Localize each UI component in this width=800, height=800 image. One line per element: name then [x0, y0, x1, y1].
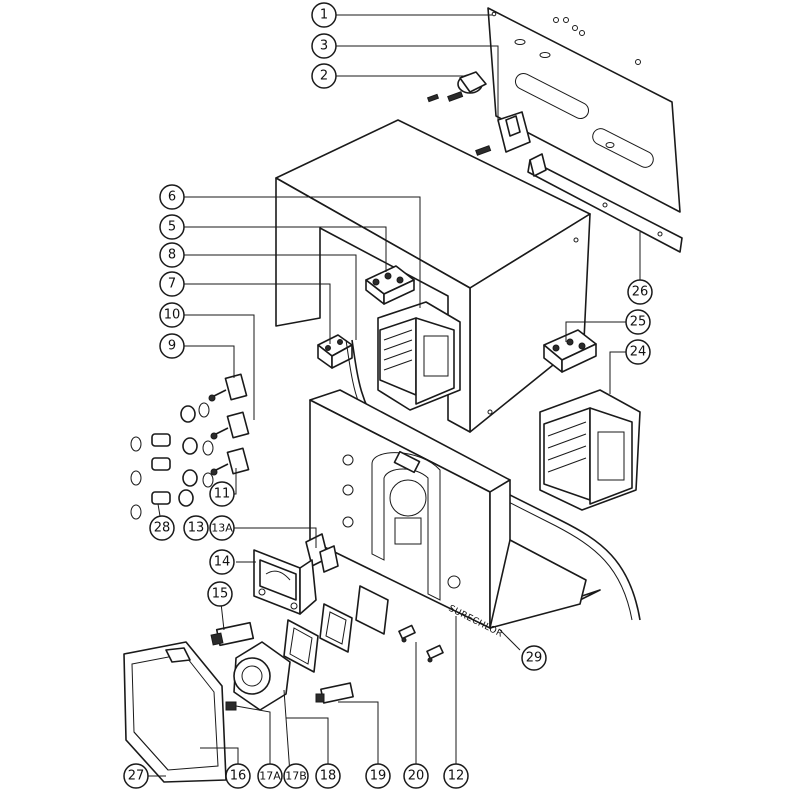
callout-13: 13	[183, 515, 209, 541]
callout-label: 3	[320, 39, 328, 54]
callout-label: 7	[168, 277, 176, 292]
transformer-inner	[377, 301, 461, 411]
meter-bracket	[305, 533, 339, 573]
circuit-breaker	[210, 621, 255, 647]
callout-13a: 13A	[209, 515, 235, 541]
mounting-rail	[527, 153, 683, 253]
callout-16: 16	[225, 763, 251, 789]
cable-gland-connector	[426, 71, 487, 103]
callout-label: 5	[168, 220, 176, 235]
callout-label: 17B	[285, 770, 307, 783]
gasket-frames	[283, 585, 389, 673]
rocker-switch	[315, 682, 354, 704]
callout-6: 6	[159, 184, 185, 210]
callout-label: 27	[128, 769, 145, 784]
callout-3: 3	[311, 33, 337, 59]
callout-15: 15	[207, 581, 233, 607]
callout-label: 17A	[259, 770, 281, 783]
callout-label: 14	[214, 555, 231, 570]
callout-label: 11	[214, 487, 231, 502]
callout-17a: 17A	[257, 763, 283, 789]
callout-10: 10	[159, 302, 185, 328]
callout-label: 28	[154, 521, 171, 536]
callout-label: 15	[212, 587, 229, 602]
callout-label: 18	[320, 769, 337, 784]
callout-label: 29	[526, 651, 543, 666]
callout-8: 8	[159, 242, 185, 268]
callout-5: 5	[159, 214, 185, 240]
rear-mounting-plate	[487, 7, 681, 213]
callout-29: 29	[521, 645, 547, 671]
panel-meter	[253, 549, 317, 615]
callout-19: 19	[365, 763, 391, 789]
callout-label: 13A	[211, 522, 233, 535]
callout-label: 26	[632, 285, 649, 300]
callout-11: 11	[209, 481, 235, 507]
callout-14: 14	[209, 549, 235, 575]
enclosure-cover	[275, 119, 591, 433]
front-cover	[123, 641, 227, 783]
callout-20: 20	[403, 763, 429, 789]
callout-24: 24	[625, 339, 651, 365]
terminal-block-right	[543, 329, 597, 373]
callout-27: 27	[123, 763, 149, 789]
callout-label: 1	[320, 8, 328, 23]
callout-label: 12	[448, 769, 465, 784]
callout-label: 10	[164, 308, 181, 323]
knobs-and-washers	[130, 402, 214, 520]
callouts: 1 3 2 6 5 8 7 10 9 26 25 24 11 28 13 13A…	[123, 2, 653, 789]
supply-cable	[351, 339, 641, 621]
callout-label: 13	[188, 521, 205, 536]
callout-25: 25	[625, 309, 651, 335]
callout-label: 24	[630, 345, 647, 360]
callout-7: 7	[159, 271, 185, 297]
terminal-block-upper	[365, 265, 415, 305]
callout-2: 2	[311, 63, 337, 89]
callout-28: 28	[149, 515, 175, 541]
callout-label: 20	[408, 769, 425, 784]
callout-12: 12	[443, 763, 469, 789]
callout-label: 8	[168, 248, 176, 263]
callout-label: 25	[630, 315, 647, 330]
callout-label: 9	[168, 339, 176, 354]
callout-1: 1	[311, 2, 337, 28]
callout-9: 9	[159, 333, 185, 359]
terminal-block-small	[317, 334, 353, 369]
callout-label: 16	[230, 769, 247, 784]
fuse-holders	[398, 624, 444, 663]
callout-label: 19	[370, 769, 387, 784]
callout-18: 18	[315, 763, 341, 789]
power-socket	[475, 111, 531, 156]
callout-label: 2	[320, 69, 328, 84]
toggle-switches	[208, 373, 250, 476]
flow-gauge	[225, 641, 291, 711]
transformer-outer	[539, 389, 641, 511]
callout-label: 6	[168, 190, 176, 205]
callout-26: 26	[627, 279, 653, 305]
callout-17b: 17B	[283, 763, 309, 789]
